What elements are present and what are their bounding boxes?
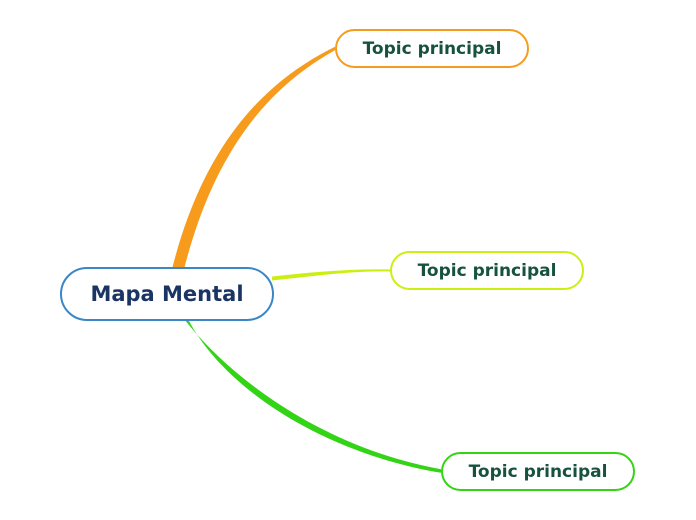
topic-node-label: Topic principal: [417, 260, 557, 281]
topic-node-top[interactable]: Topic principal: [335, 29, 529, 68]
topic-node-middle[interactable]: Topic principal: [390, 251, 584, 290]
branch-connector-middle: [272, 269, 390, 281]
root-node[interactable]: Mapa Mental: [60, 267, 274, 321]
branch-connector-top: [171, 46, 335, 274]
topic-node-label: Topic principal: [468, 461, 608, 482]
branch-connector-bottom: [181, 315, 441, 473]
root-node-label: Mapa Mental: [90, 282, 244, 306]
topic-node-label: Topic principal: [362, 38, 502, 59]
topic-node-bottom[interactable]: Topic principal: [441, 452, 635, 491]
